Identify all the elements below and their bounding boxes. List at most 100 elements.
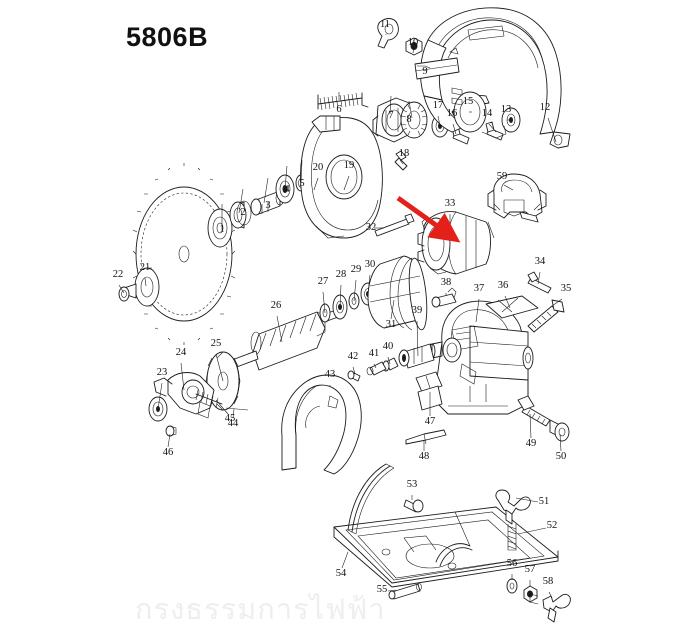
part-32-screw — [374, 213, 415, 237]
part-54-base-plate — [333, 463, 559, 588]
part-label-15: 15 — [463, 96, 474, 107]
leader-lines — [118, 34, 563, 599]
part-label-10: 10 — [408, 37, 419, 48]
part-9-cover-plate — [414, 57, 460, 80]
part-label-3: 3 — [265, 200, 270, 211]
part-label-52: 52 — [547, 520, 558, 531]
part-47-switch — [415, 371, 443, 411]
part-42-screw — [347, 370, 361, 382]
part-label-37: 37 — [474, 283, 485, 294]
part-label-11: 11 — [380, 19, 390, 30]
part-59-brush-holder — [487, 173, 547, 223]
part-label-20: 20 — [313, 162, 324, 173]
part-label-41: 41 — [369, 348, 380, 359]
part-label-50: 50 — [556, 451, 567, 462]
part-label-59: 59 — [497, 171, 508, 182]
part-label-21: 21 — [140, 262, 151, 273]
part-label-46: 46 — [163, 447, 174, 458]
part-label-13: 13 — [501, 104, 512, 115]
part-11-lever — [377, 18, 399, 49]
part-label-14: 14 — [482, 108, 493, 119]
part-49-screw — [517, 395, 551, 427]
part-label-31: 31 — [386, 319, 397, 330]
part-46-pin — [165, 425, 177, 437]
part-label-29: 29 — [351, 264, 362, 275]
part-label-7: 7 — [388, 110, 393, 121]
part-label-44: 44 — [228, 418, 239, 429]
part-label-48: 48 — [419, 451, 430, 462]
part-label-9: 9 — [422, 66, 427, 77]
part-label-19: 19 — [344, 160, 355, 171]
part-38-terminal — [431, 287, 457, 308]
part-label-34: 34 — [535, 256, 546, 267]
watermark-text: กรงธรรมการไฟฟ้า — [135, 594, 386, 626]
part-label-16: 16 — [447, 108, 458, 119]
saw-blade — [132, 163, 236, 345]
part-label-55: 55 — [377, 584, 388, 595]
part-51-wing-bolt — [495, 489, 531, 525]
part-label-33: 33 — [445, 198, 456, 209]
part-37-motor-housing — [428, 300, 534, 415]
part-label-35: 35 — [561, 283, 572, 294]
part-label-17: 17 — [433, 100, 444, 111]
part-label-18: 18 — [399, 148, 410, 159]
part-label-42: 42 — [348, 351, 359, 362]
part-36-name-plate — [485, 295, 539, 319]
part-19-safety-guard — [300, 115, 383, 239]
part-label-6: 6 — [336, 104, 341, 115]
part-label-23: 23 — [157, 367, 168, 378]
part-label-45: 45 — [225, 413, 236, 424]
part-label-22: 22 — [113, 269, 124, 280]
part-8-gear-cover — [400, 101, 428, 139]
part-43-handle-cover — [281, 374, 362, 475]
part-56-washer — [506, 578, 518, 594]
part-label-12: 12 — [540, 102, 551, 113]
annotation-arrow — [396, 195, 461, 243]
part-53-bolt — [403, 499, 424, 513]
part-label-43: 43 — [325, 369, 336, 380]
part-22-bolt — [118, 283, 137, 302]
part-7-bearing-retainer — [372, 97, 413, 143]
part-55-guide-rod — [388, 583, 422, 600]
part-50-bolt — [549, 419, 570, 442]
part-34-screw — [527, 271, 552, 294]
part-label-54: 54 — [336, 568, 347, 579]
part-6-torsion-spring — [317, 92, 369, 111]
page-title: 5806B — [126, 22, 209, 52]
part-52-spring — [507, 524, 517, 551]
part-12-blade-guard — [420, 7, 571, 149]
part-39-cord-guard — [398, 343, 435, 369]
part-label-2: 2 — [240, 207, 245, 218]
part-label-8: 8 — [406, 114, 411, 125]
part-41-bushing — [366, 361, 387, 376]
part-3-spindle — [250, 190, 285, 216]
part-label-57: 57 — [525, 564, 536, 575]
part-58-wing-bolt — [529, 593, 571, 623]
part-1-outer-flange — [207, 208, 233, 248]
part-label-47: 47 — [425, 416, 436, 427]
part-label-49: 49 — [526, 438, 537, 449]
part-label-28: 28 — [336, 269, 347, 280]
part-label-26: 26 — [271, 300, 282, 311]
part-label-4: 4 — [284, 184, 290, 195]
part-label-36: 36 — [498, 280, 509, 291]
part-31-gear-housing — [367, 255, 428, 331]
part-label-5: 5 — [299, 178, 304, 189]
part-label-51: 51 — [539, 496, 550, 507]
part-label-32: 32 — [366, 222, 377, 233]
part-label-38: 38 — [441, 277, 452, 288]
part-label-56: 56 — [507, 558, 518, 569]
part-label-30: 30 — [365, 259, 376, 270]
part-18-screw — [394, 150, 408, 171]
part-label-39: 39 — [412, 305, 423, 316]
part-label-40: 40 — [383, 341, 394, 352]
part-label-24: 24 — [176, 347, 187, 358]
part-label-53: 53 — [407, 479, 418, 490]
part-label-25: 25 — [211, 338, 222, 349]
part-48-lead-wire — [405, 429, 447, 445]
part-24-lever-plate — [153, 372, 215, 419]
part-label-58: 58 — [543, 576, 554, 587]
